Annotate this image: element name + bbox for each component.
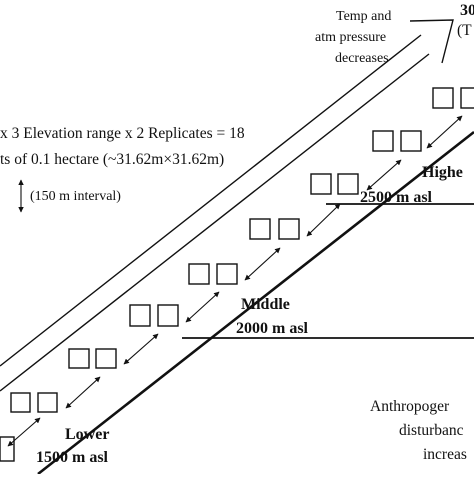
plot-square xyxy=(0,436,15,462)
plot-square xyxy=(400,130,422,152)
temp-label-line1: Temp and xyxy=(336,9,391,24)
interval-arrows xyxy=(7,115,463,447)
interval-arrow xyxy=(306,203,341,237)
temp-label-line2: atm pressure xyxy=(315,30,386,45)
interval-arrow xyxy=(426,115,463,149)
plot-square xyxy=(310,173,332,195)
temp-label-line3: decreases xyxy=(335,51,389,66)
interval-label: (150 m interval) xyxy=(30,189,121,204)
plot-square xyxy=(249,218,271,240)
anthro-label-line1: Anthropoger xyxy=(370,398,450,415)
plot-square xyxy=(37,392,58,413)
interval-arrow xyxy=(185,291,220,323)
interval-arrow xyxy=(366,159,402,191)
middle-elevation: 2000 m asl xyxy=(236,320,309,337)
interval-arrow xyxy=(65,376,101,409)
anthro-label-line2: disturbanc xyxy=(399,422,464,439)
lower-label: Lower xyxy=(65,426,109,443)
interval-arrow xyxy=(244,247,281,281)
plot-square xyxy=(129,304,151,327)
arrow-head xyxy=(409,19,454,64)
plot-square xyxy=(337,173,359,195)
formula-line2: ts of 0.1 hectare (~31.62m×31.62m) xyxy=(0,151,224,168)
plot-square xyxy=(95,348,117,369)
plot-square xyxy=(372,130,394,152)
anthro-label-line3: increas xyxy=(423,446,467,463)
lower-elevation: 1500 m asl xyxy=(36,449,109,466)
formula-line1: x 3 Elevation range x 2 Replicates = 18 xyxy=(0,125,245,142)
plot-squares xyxy=(0,87,474,462)
plot-square xyxy=(460,87,474,109)
interval-arrow xyxy=(123,333,159,365)
arrow-upper-edge xyxy=(0,34,422,367)
plot-square xyxy=(432,87,454,109)
plot-square xyxy=(188,263,210,285)
middle-label: Middle xyxy=(241,296,290,313)
plot-square xyxy=(278,218,300,240)
arrow-lower-edge xyxy=(0,53,430,392)
plot-square xyxy=(216,263,238,285)
top-label-paren: (T xyxy=(457,22,472,39)
plot-square xyxy=(68,348,90,369)
higher-label: Highe xyxy=(422,164,463,181)
plot-square xyxy=(10,392,31,413)
interval-arrow xyxy=(7,417,41,447)
plot-square xyxy=(157,304,179,327)
temperature-pressure-arrow xyxy=(0,19,454,392)
higher-elevation: 2500 m asl xyxy=(360,189,433,206)
top-label-number: 30 xyxy=(460,2,474,19)
